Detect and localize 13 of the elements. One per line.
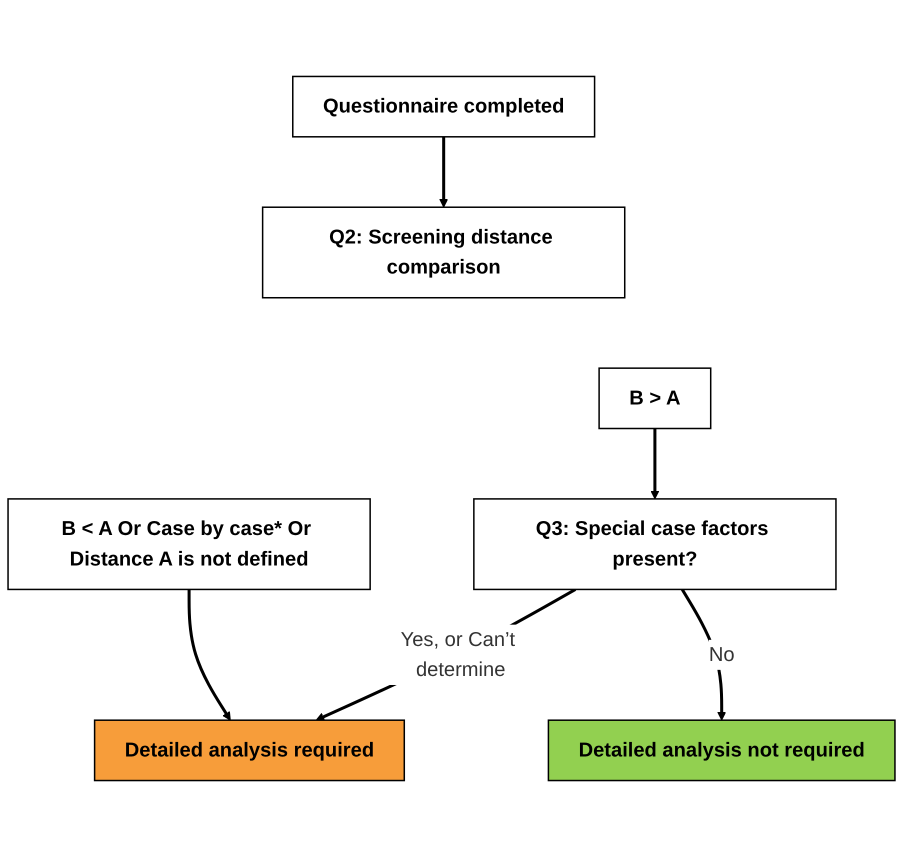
node-box: Q3: Special case factors present? (473, 498, 837, 590)
node-box: B < A Or Case by case* Or Distance A is not defined (7, 498, 371, 590)
edge-label: Yes, or Can’t determine (400, 628, 516, 681)
node-box: B > A (598, 367, 712, 430)
edge-label: No (708, 644, 735, 666)
arrow (650, 428, 660, 500)
arrow (188, 589, 231, 721)
node-box: Detailed analysis not required (548, 719, 896, 782)
arrow (316, 588, 576, 721)
node-box: Detailed analysis required (94, 719, 406, 782)
node-box: Q2: Screening distance comparison (262, 206, 626, 298)
arrow (439, 136, 448, 208)
node-box: Questionnaire completed (292, 76, 596, 138)
